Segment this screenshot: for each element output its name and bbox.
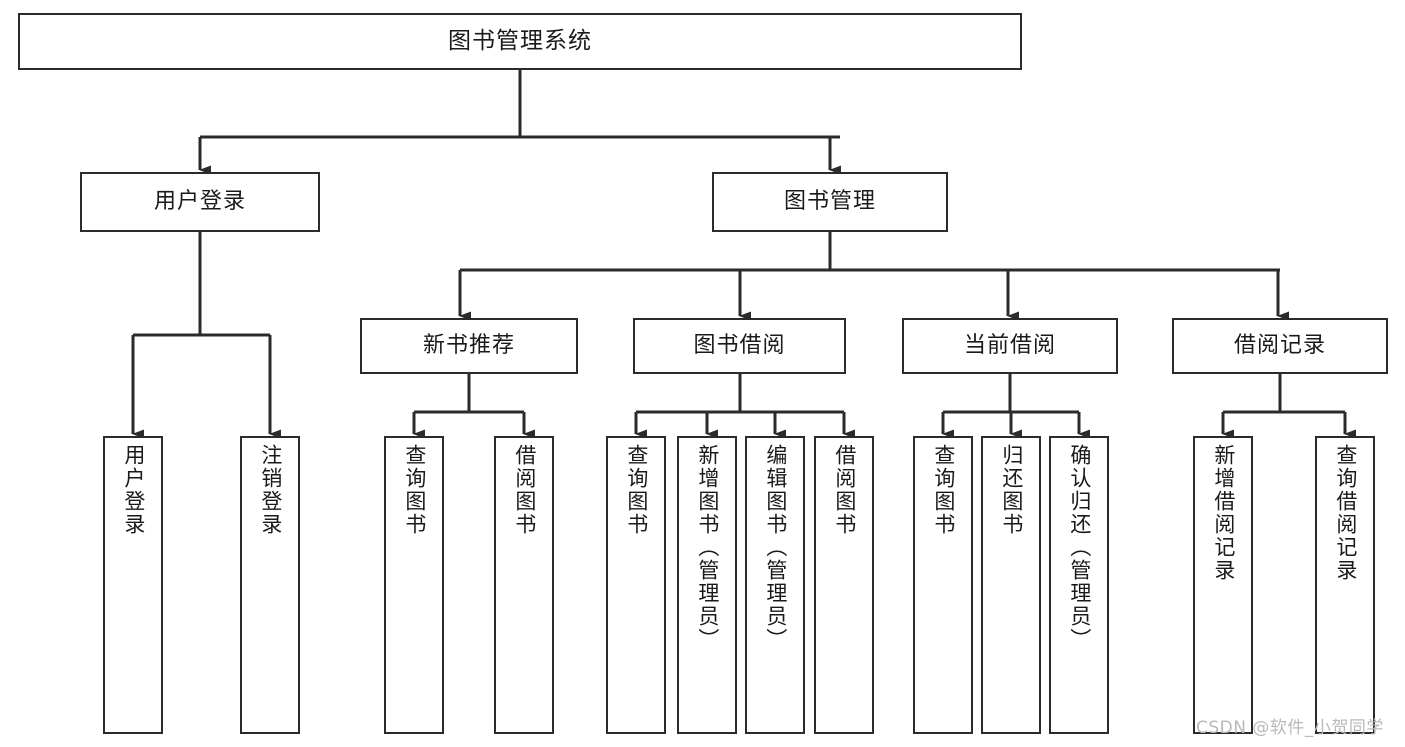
leaf-label: 确认归还（管理员） [1067,444,1092,651]
leaf-label: 编辑图书（管理员） [763,444,788,651]
leaf-record-query-record[interactable]: 查询借阅记录 [1315,436,1375,734]
node-root-system[interactable]: 图书管理系统 [18,13,1022,70]
leaf-current-query-book[interactable]: 查询图书 [913,436,973,734]
leaf-borrow-borrow-book[interactable]: 借阅图书 [814,436,874,734]
leaf-borrow-edit-book-admin[interactable]: 编辑图书（管理员） [745,436,805,734]
leaf-borrow-query-book[interactable]: 查询图书 [606,436,666,734]
leaf-label: 查询借阅记录 [1333,444,1358,582]
leaf-user-login-login[interactable]: 用户登录 [103,436,163,734]
watermark-text: CSDN @软件_小贺同学 [1196,718,1384,738]
leaf-label: 借阅图书 [512,444,537,536]
leaf-label: 查询图书 [931,444,956,536]
node-user-login[interactable]: 用户登录 [80,172,320,232]
leaf-user-login-logout[interactable]: 注销登录 [240,436,300,734]
node-borrow-record[interactable]: 借阅记录 [1172,318,1388,374]
leaf-label: 新增借阅记录 [1211,444,1236,582]
leaf-new-book-query[interactable]: 查询图书 [384,436,444,734]
leaf-label: 新增图书（管理员） [695,444,720,651]
leaf-label: 查询图书 [624,444,649,536]
leaf-borrow-add-book-admin[interactable]: 新增图书（管理员） [677,436,737,734]
leaf-current-confirm-return-admin[interactable]: 确认归还（管理员） [1049,436,1109,734]
node-new-book-recommend[interactable]: 新书推荐 [360,318,578,374]
leaf-current-return-book[interactable]: 归还图书 [981,436,1041,734]
leaf-label: 用户登录 [121,444,146,536]
leaf-label: 归还图书 [999,444,1024,536]
node-book-management[interactable]: 图书管理 [712,172,948,232]
leaf-label: 注销登录 [258,444,283,536]
node-book-borrow[interactable]: 图书借阅 [633,318,846,374]
leaf-label: 查询图书 [402,444,427,536]
node-current-borrow[interactable]: 当前借阅 [902,318,1118,374]
leaf-new-book-borrow[interactable]: 借阅图书 [494,436,554,734]
leaf-record-add-record[interactable]: 新增借阅记录 [1193,436,1253,734]
leaf-label: 借阅图书 [832,444,857,536]
